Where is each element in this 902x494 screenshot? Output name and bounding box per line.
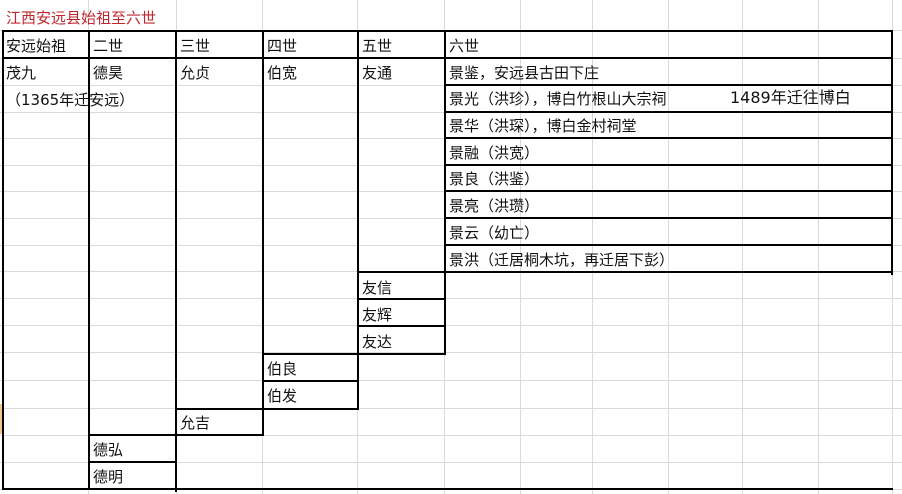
gridline [592, 0, 593, 494]
cell-jingguang-note[interactable]: 1489年迁往博白 [730, 88, 851, 107]
header-gen1[interactable]: 安远始祖 [6, 37, 67, 55]
cell-jingguang[interactable]: 景光（洪珍），博白竹根山大宗祠 [449, 90, 667, 108]
gridline [0, 462, 902, 463]
header-gen2[interactable]: 二世 [93, 37, 124, 55]
gridline [0, 435, 902, 436]
row-border [357, 298, 445, 300]
row-border [88, 434, 264, 436]
cell-jingliang[interactable]: 景良（洪鉴） [449, 170, 540, 188]
row-border [357, 271, 893, 273]
col-divider [262, 30, 264, 436]
cell-yunji[interactable]: 允吉 [180, 414, 211, 432]
cell-youhui[interactable]: 友辉 [362, 306, 393, 324]
cell-jinghong[interactable]: 景洪（迁居桐木坑，再迁居下彭） [449, 251, 675, 269]
cell-youda[interactable]: 友达 [362, 333, 393, 351]
gridline [0, 408, 902, 409]
table-right-border [891, 30, 893, 275]
table-top-border [2, 30, 893, 32]
gridline [742, 0, 743, 494]
row-border [262, 380, 358, 382]
cell-youxin[interactable]: 友信 [362, 279, 393, 297]
row-border [444, 137, 892, 139]
cell-jinghua[interactable]: 景华（洪琛），博白金村祠堂 [449, 117, 637, 135]
cell-yunzhen[interactable]: 允贞 [180, 64, 211, 82]
cell-bokuan[interactable]: 伯宽 [267, 64, 298, 82]
gridline [0, 352, 902, 353]
cell-youtong[interactable]: 友通 [362, 64, 393, 82]
gridline [818, 0, 819, 494]
col-divider [444, 30, 446, 355]
cell-dehao[interactable]: 德昊 [93, 64, 124, 82]
cell-boliang[interactable]: 伯良 [267, 360, 298, 378]
gridline [668, 0, 669, 494]
cell-deming[interactable]: 德明 [93, 468, 124, 486]
gridline [0, 325, 902, 326]
cell-jingliang2[interactable]: 景亮（洪瓒） [449, 197, 540, 215]
sheet-title: 江西安远县始祖至六世 [6, 9, 157, 27]
col-divider [357, 30, 359, 410]
cell-maojiu-note[interactable]: （1365年迁安远） [6, 91, 135, 109]
row-border [357, 325, 445, 327]
gridline [0, 380, 902, 381]
cell-jingjian[interactable]: 景鉴，安远县古田下庄 [449, 64, 600, 82]
row-border [444, 244, 892, 246]
col-divider [88, 30, 90, 490]
cell-jingrong[interactable]: 景融（洪宽） [449, 144, 540, 162]
col-divider [175, 30, 177, 492]
cell-jingyun[interactable]: 景云（幼亡） [449, 224, 540, 242]
gridline [520, 0, 521, 494]
header-gen6[interactable]: 六世 [449, 37, 480, 55]
row-border [444, 84, 892, 86]
row-border [444, 164, 892, 166]
row-border [444, 111, 892, 113]
row-border [175, 408, 358, 410]
table-left-border [2, 30, 4, 490]
header-gen5[interactable]: 五世 [362, 37, 393, 55]
gridline [0, 298, 902, 299]
cell-bofa[interactable]: 伯发 [267, 387, 298, 405]
cell-dehong[interactable]: 德弘 [93, 441, 124, 459]
table-bottom-border [2, 488, 893, 490]
row-border [444, 190, 892, 192]
row-border [88, 461, 177, 463]
header-bottom-border [2, 57, 893, 59]
row-border [262, 353, 445, 355]
header-gen4[interactable]: 四世 [267, 37, 298, 55]
row-border [444, 217, 892, 219]
header-gen3[interactable]: 三世 [180, 37, 211, 55]
cell-maojiu[interactable]: 茂九 [6, 64, 37, 82]
